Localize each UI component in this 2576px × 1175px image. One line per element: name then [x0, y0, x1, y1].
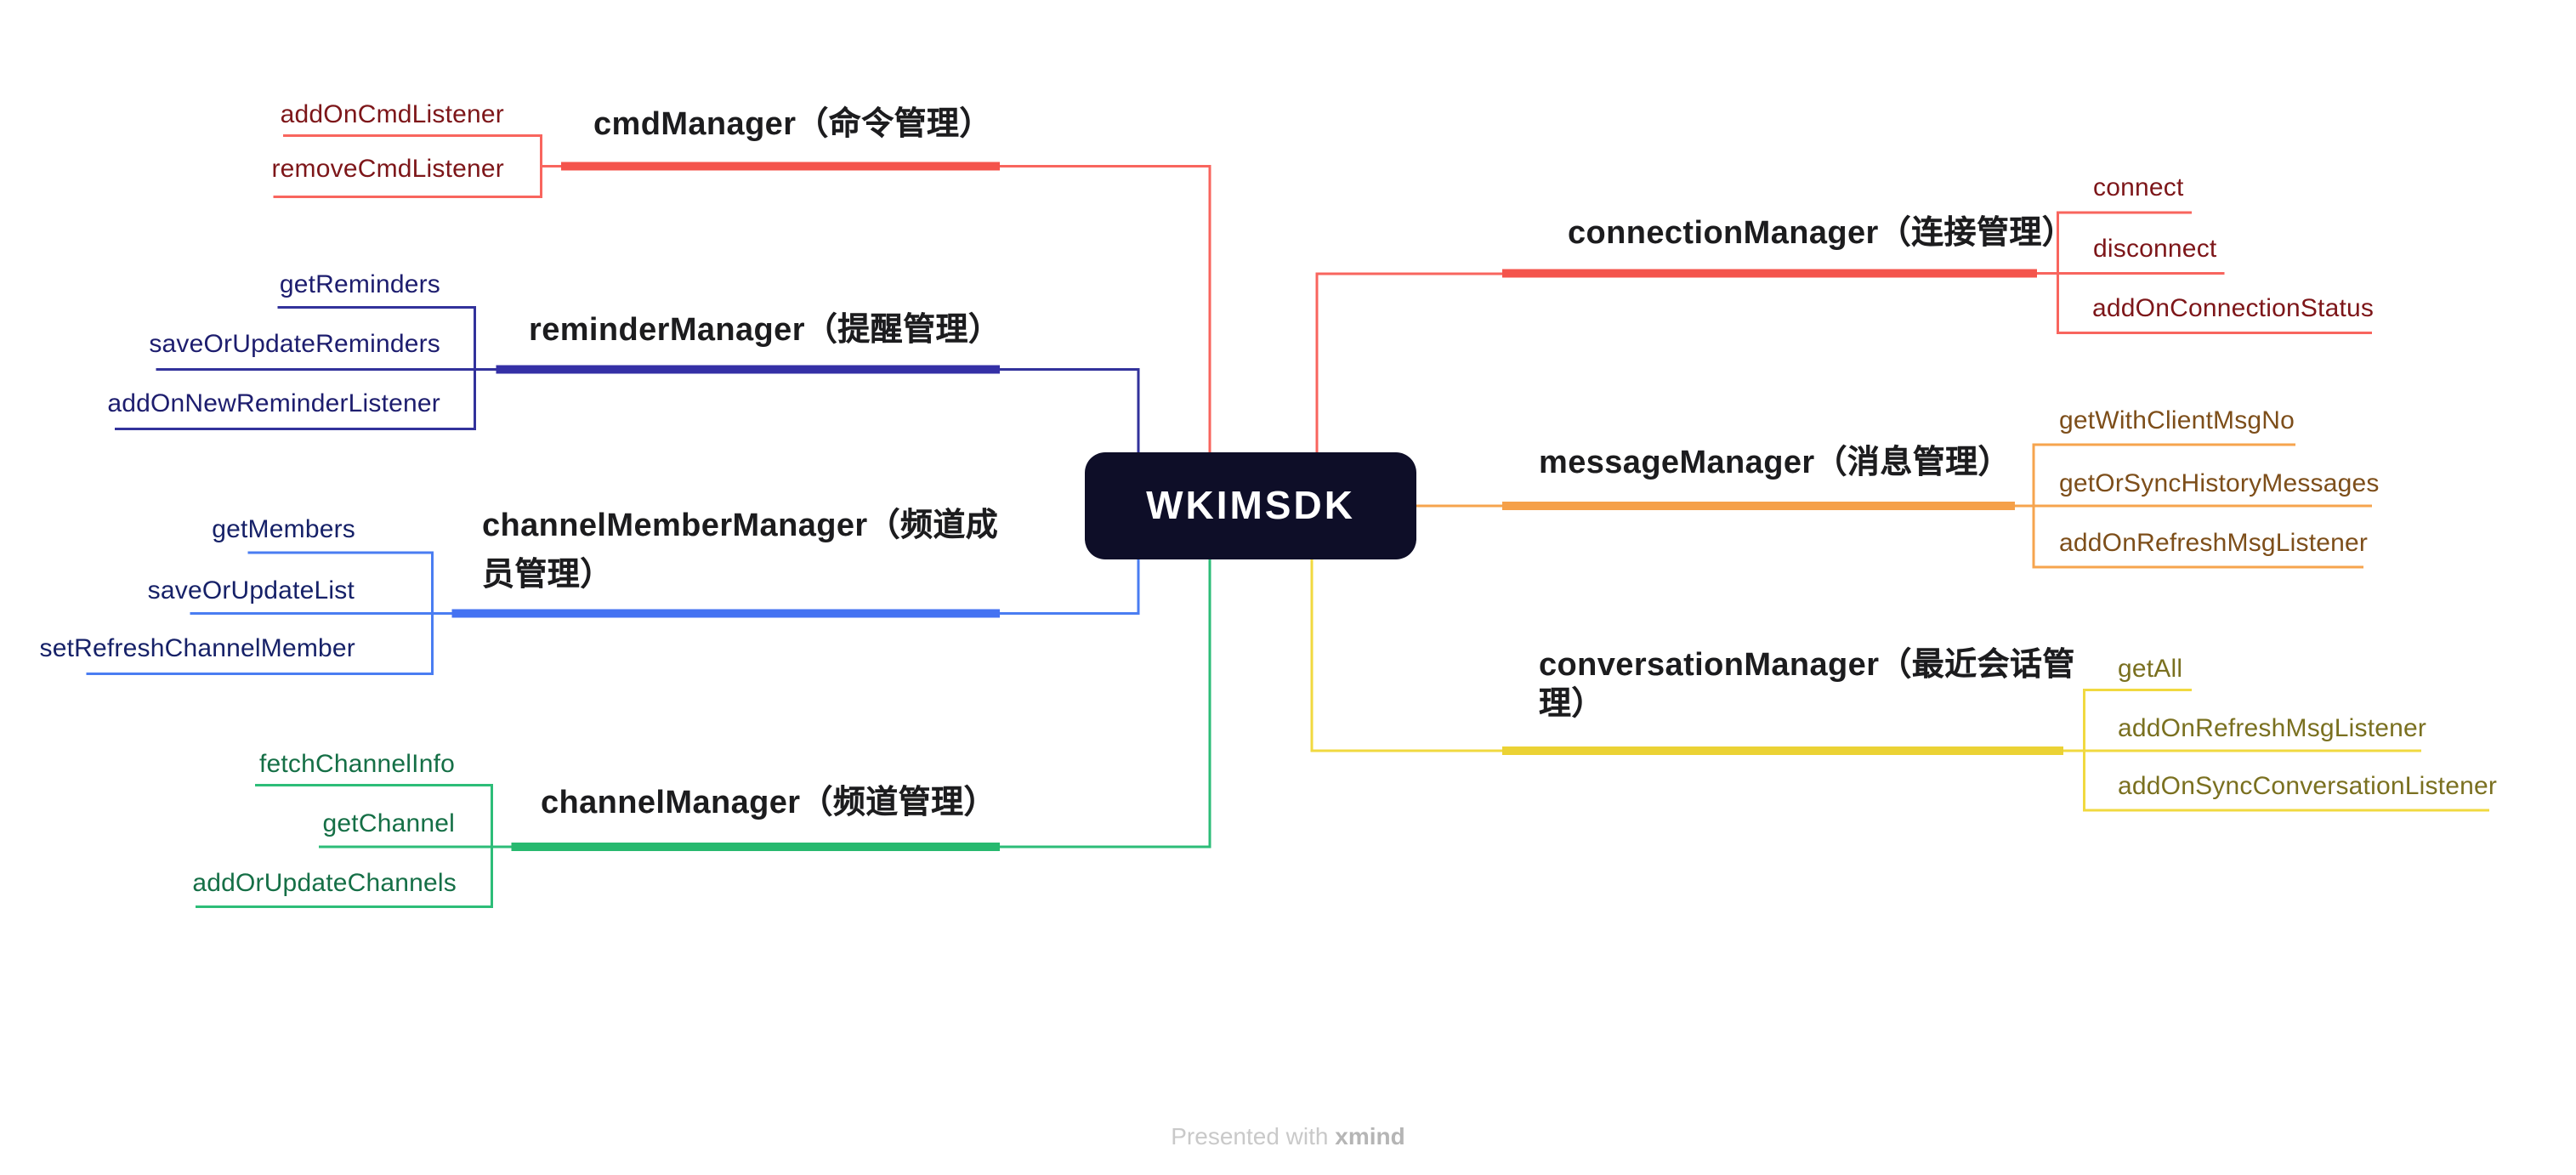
leaf-getAll[interactable]: getAll [2118, 654, 2183, 683]
topic-channelMemberManager-line1: channelMemberManager（频道成 [482, 508, 999, 543]
topic-channelManager[interactable]: channelManager（频道管理） [541, 785, 996, 820]
cmd-topic-bar [561, 162, 1000, 171]
leaf-conv-addOnRefreshMsgListener[interactable]: addOnRefreshMsgListener [2118, 713, 2427, 742]
leaf-addOrUpdateChannels[interactable]: addOrUpdateChannels [192, 868, 457, 897]
reminder-connectors [115, 306, 1140, 452]
leaf-getChannel[interactable]: getChannel [322, 809, 455, 837]
leaf-getReminders[interactable]: getReminders [279, 270, 440, 298]
leaf-getWithClientMsgNo[interactable]: getWithClientMsgNo [2059, 406, 2295, 435]
leaf-setRefreshChannelMember[interactable]: setRefreshChannelMember [39, 633, 355, 662]
leaf-saveOrUpdateList[interactable]: saveOrUpdateList [147, 576, 355, 605]
conversation-connectors [1310, 559, 2489, 812]
central-topic-label: WKIMSDK [1146, 483, 1355, 527]
leaf-addOnCmdListener[interactable]: addOnCmdListener [280, 99, 504, 128]
channel-topic-bar [511, 843, 1000, 851]
reminder-topic-bar [496, 365, 1000, 374]
watermark-prefix: Presented with [1171, 1122, 1336, 1149]
leaf-saveOrUpdateReminders[interactable]: saveOrUpdateReminders [149, 329, 440, 358]
watermark: Presented with xmind [1046, 1122, 1530, 1149]
channelmember-connectors [86, 551, 1140, 676]
topic-conversationManager[interactable]: conversationManager（最近会话管 理） [1539, 649, 2075, 720]
topic-channelMemberManager[interactable]: channelMemberManager（频道成 员管理） [482, 509, 998, 591]
message-connectors [1416, 443, 2372, 569]
leaf-getMembers[interactable]: getMembers [212, 514, 355, 543]
leaf-addOnNewReminderListener[interactable]: addOnNewReminderListener [107, 389, 440, 417]
leaf-addOnRefreshMsgListener[interactable]: addOnRefreshMsgListener [2059, 528, 2369, 557]
channel-connectors [196, 559, 1211, 909]
channelmember-topic-bar [451, 609, 1000, 618]
leaf-connect[interactable]: connect [2093, 173, 2184, 202]
central-topic[interactable]: WKIMSDK [1085, 452, 1416, 559]
topic-connectionManager[interactable]: connectionManager（连接管理） [1568, 215, 2075, 251]
connection-connectors [1315, 211, 2372, 452]
message-topic-bar [1502, 502, 2015, 510]
conversation-topic-bar [1502, 746, 2063, 755]
leaf-fetchChannelInfo[interactable]: fetchChannelInfo [258, 749, 455, 778]
leaf-removeCmdListener[interactable]: removeCmdListener [271, 155, 504, 184]
topic-conversationManager-line1: conversationManager（最近会话管 [1539, 647, 2075, 683]
cmd-connectors [273, 133, 1211, 452]
leaf-addOnConnectionStatus[interactable]: addOnConnectionStatus [2092, 294, 2375, 323]
topic-reminderManager[interactable]: reminderManager（提醒管理） [529, 313, 1001, 349]
topic-cmdManager[interactable]: cmdManager（命令管理） [593, 107, 992, 143]
leaf-disconnect[interactable]: disconnect [2093, 234, 2217, 263]
connection-topic-bar [1502, 269, 2037, 278]
leaf-addOnSyncConversationListener[interactable]: addOnSyncConversationListener [2118, 771, 2498, 800]
topic-conversationManager-line2: 理） [1539, 686, 1604, 722]
leaf-getOrSyncHistoryMessages[interactable]: getOrSyncHistoryMessages [2059, 468, 2380, 497]
topic-messageManager[interactable]: messageManager（消息管理） [1539, 446, 2011, 481]
topic-channelMemberManager-line2: 员管理） [482, 557, 613, 593]
watermark-brand: xmind [1335, 1122, 1405, 1149]
